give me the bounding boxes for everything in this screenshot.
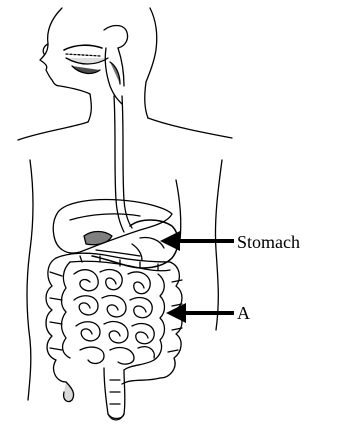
stomach-organ	[92, 220, 178, 268]
stomach-arrow	[160, 231, 234, 251]
a-label: A	[237, 304, 250, 322]
liver	[53, 200, 172, 254]
a-arrow	[166, 303, 234, 323]
mouth-and-pharynx	[64, 26, 128, 105]
esophagus	[114, 96, 132, 232]
stomach-label: Stomach	[237, 233, 300, 251]
large-intestine	[46, 253, 182, 418]
small-intestine	[74, 270, 154, 364]
